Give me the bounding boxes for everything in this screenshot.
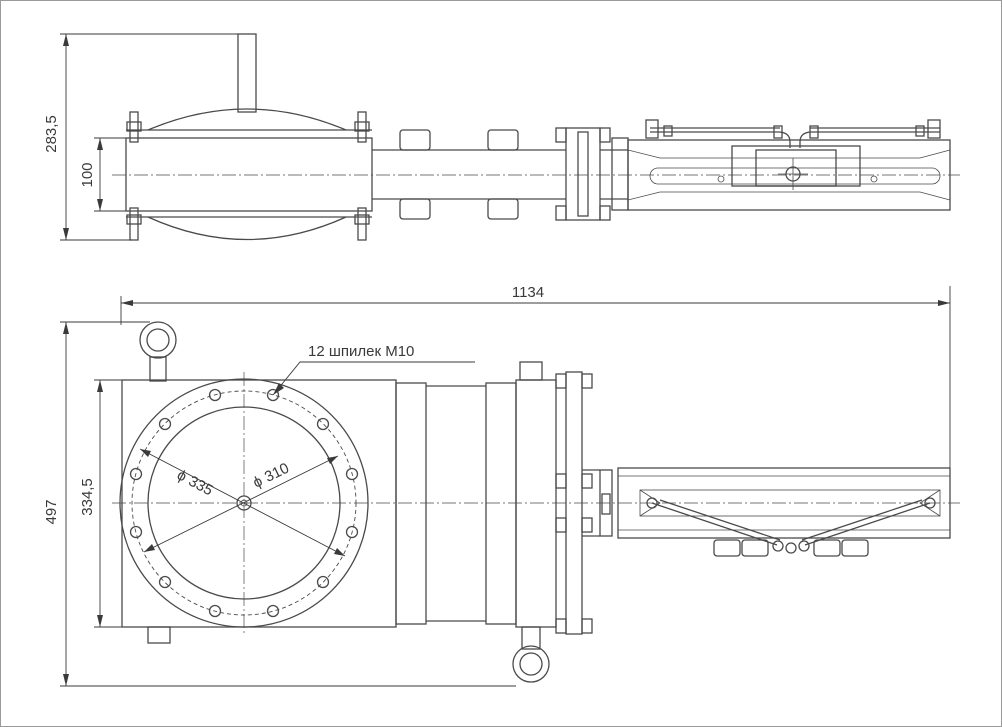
roller <box>741 539 769 557</box>
dim-body-height-lines <box>94 379 122 628</box>
lower-dome <box>147 216 347 241</box>
stud-hole <box>345 525 359 539</box>
top-tab <box>519 361 543 381</box>
actuator-front <box>617 467 951 539</box>
front-view <box>112 321 960 683</box>
dim-diameter-inner: 310 <box>262 460 292 486</box>
stud-hole <box>129 467 143 481</box>
bolt-top-right <box>354 111 370 241</box>
dim-top-bore: 100 <box>79 162 96 187</box>
stud-hole <box>158 417 172 431</box>
studs-note: 12 шпилек М10 <box>308 343 414 360</box>
studs-leader <box>272 361 475 396</box>
stud-hole <box>129 525 143 539</box>
lifting-eye-bottom <box>512 626 550 683</box>
guide-block <box>487 198 519 220</box>
stud-hole <box>208 604 222 618</box>
stud-hole <box>316 575 330 589</box>
stud-hole <box>266 604 280 618</box>
dim-overall-length: 1134 <box>512 284 544 301</box>
stud-hole <box>266 388 280 402</box>
guide-block <box>399 129 431 151</box>
body-top <box>125 137 373 212</box>
dim-overall-length-lines <box>120 286 951 470</box>
pivot-right <box>924 497 936 509</box>
valve-body <box>121 379 397 628</box>
stud-hole <box>208 388 222 402</box>
stud-holes <box>129 388 359 618</box>
dim-body-height: 334,5 <box>79 478 96 516</box>
roller <box>841 539 869 557</box>
roller <box>713 539 741 557</box>
actuator-flange <box>565 127 601 221</box>
roller <box>813 539 841 557</box>
guide-block <box>487 129 519 151</box>
dim-diameter-outer: 335 <box>186 473 216 500</box>
dim-line-310 <box>143 455 339 553</box>
pivot-left <box>646 497 658 509</box>
stem <box>237 33 257 113</box>
diameter-symbol: ϕ <box>250 473 265 492</box>
dim-diameter-310: ϕ 310 <box>250 460 292 492</box>
dim-line-335 <box>139 448 346 557</box>
stud-hole <box>345 467 359 481</box>
stud-hole <box>316 417 330 431</box>
dim-top-height: 283,5 <box>43 115 60 153</box>
top-view <box>60 33 960 241</box>
stud-hole <box>158 575 172 589</box>
gate-section <box>395 382 427 625</box>
dim-overall-height-lines <box>60 321 516 687</box>
guide-block <box>399 198 431 220</box>
actuator-plate <box>565 371 583 635</box>
bolt-top-left <box>126 111 142 241</box>
upper-dome <box>147 108 347 131</box>
bottom-tab <box>147 626 171 644</box>
lifting-eye-top <box>139 321 177 382</box>
gate-section <box>485 382 517 625</box>
dim-diameter-335: ϕ 335 <box>174 467 216 500</box>
dim-overall-height: 497 <box>43 499 60 524</box>
